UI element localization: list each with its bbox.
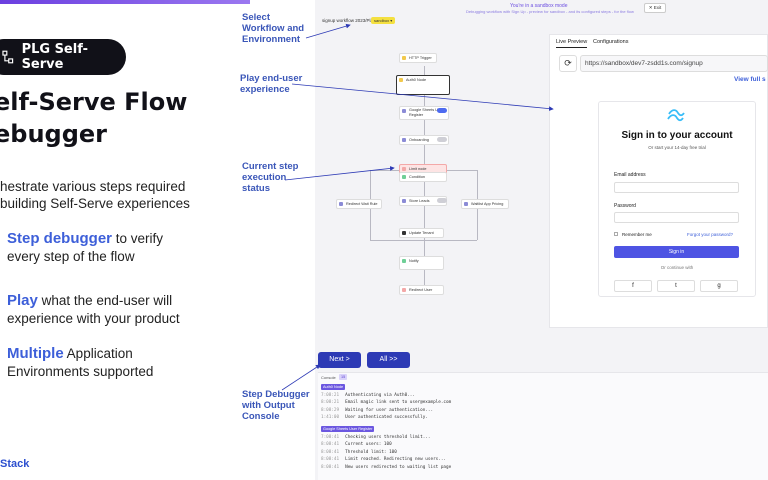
annotation-debugger: Step Debugger with Output Console bbox=[242, 389, 310, 422]
flow-node[interactable]: Onboarding bbox=[399, 135, 449, 145]
workflow-icon bbox=[2, 50, 14, 64]
flow-node[interactable]: HTTP Trigger bbox=[399, 53, 437, 63]
annotation-select-environment: Select Workflow and Environment bbox=[242, 12, 305, 45]
headline-line-2: ebugger bbox=[0, 120, 108, 148]
github-icon[interactable]: g bbox=[700, 280, 738, 292]
feature-text: Application bbox=[63, 346, 133, 361]
console-header: Console bbox=[321, 375, 336, 380]
next-step-button[interactable]: Next > bbox=[318, 352, 361, 368]
flow-node[interactable]: Update Tenant bbox=[399, 228, 444, 238]
headline-line-1: elf-Serve Flow bbox=[0, 88, 188, 116]
node-icon bbox=[339, 202, 343, 206]
node-icon bbox=[402, 199, 406, 203]
feature-multiple-env: Multiple Application Environments suppor… bbox=[7, 345, 217, 381]
intro-text: hestrate various steps required building… bbox=[0, 178, 230, 212]
node-icon bbox=[402, 56, 406, 60]
node-icon bbox=[464, 202, 468, 206]
feature-text: to verify bbox=[112, 231, 164, 246]
node-icon bbox=[402, 109, 406, 113]
view-full-link[interactable]: View full s bbox=[734, 76, 766, 83]
flow-connector bbox=[430, 170, 477, 171]
pill-label: PLG Self-Serve bbox=[21, 42, 89, 72]
node-toggle[interactable] bbox=[437, 198, 447, 203]
node-icon bbox=[399, 78, 403, 82]
console-count-badge: 15 bbox=[339, 374, 348, 380]
flow-node-current[interactable]: Auth0 Node bbox=[396, 75, 450, 95]
workflow-selector[interactable]: signup workflow 2023/Play bbox=[322, 18, 376, 23]
refresh-icon[interactable]: ⟳ bbox=[559, 55, 577, 72]
console-stage-tag: Auth0 Node bbox=[321, 384, 346, 390]
signin-title: Sign in to your account bbox=[621, 130, 733, 141]
feature-play: Play what the end-user will experience w… bbox=[7, 292, 217, 328]
feature-text-line-2: experience with your product bbox=[7, 311, 180, 326]
url-bar[interactable]: https://sandbox/dev7-zsdd1s.com/signup bbox=[580, 55, 768, 72]
feature-text-line-2: Environments supported bbox=[7, 364, 154, 379]
flow-connector bbox=[425, 240, 477, 241]
sandbox-subtitle: Debugging workflow with Sign Up - previe… bbox=[466, 9, 634, 14]
tailwind-logo-icon bbox=[667, 109, 685, 122]
feature-step-debugger: Step debugger to verify every step of th… bbox=[7, 230, 217, 266]
environment-selector[interactable]: sandbox ▾ bbox=[371, 17, 396, 24]
run-all-button[interactable]: All >> bbox=[367, 352, 410, 368]
signin-card bbox=[598, 101, 756, 297]
password-label: Password bbox=[614, 203, 636, 209]
feature-text-line-2: every step of the flow bbox=[7, 249, 135, 264]
sandbox-title: You're in a sandbox mode bbox=[510, 3, 568, 9]
console-stage-tag: Google Sheets User Register bbox=[321, 426, 375, 432]
flow-connector bbox=[370, 240, 425, 241]
node-icon bbox=[402, 259, 406, 263]
node-toggle[interactable] bbox=[437, 137, 447, 142]
node-icon bbox=[402, 231, 406, 235]
flow-node[interactable]: Waitlist App Pricing bbox=[461, 199, 509, 209]
remember-me-checkbox[interactable] bbox=[614, 232, 618, 236]
password-field[interactable] bbox=[614, 212, 739, 223]
flow-node[interactable]: Redirect User bbox=[399, 285, 444, 295]
forgot-password-link[interactable]: Forgot your password? bbox=[687, 232, 734, 237]
intro-line-1: hestrate various steps required bbox=[0, 179, 186, 194]
feature-strong: Step debugger bbox=[7, 230, 113, 247]
node-icon bbox=[402, 175, 406, 179]
email-field[interactable] bbox=[614, 182, 739, 193]
output-console bbox=[318, 372, 768, 480]
intro-line-2: building Self-Serve experiences bbox=[0, 196, 190, 211]
annotation-play: Play end-user experience bbox=[240, 73, 303, 95]
plg-self-serve-pill: PLG Self-Serve bbox=[0, 39, 126, 75]
signin-subtitle: Or start your 14-day free trial bbox=[648, 145, 706, 150]
flow-node[interactable]: Notify bbox=[399, 256, 444, 270]
remember-me-label: Remember me bbox=[622, 232, 652, 237]
node-icon bbox=[402, 138, 406, 142]
top-accent-bar bbox=[0, 0, 250, 4]
feature-strong: Play bbox=[7, 292, 38, 309]
node-icon bbox=[402, 288, 406, 292]
signin-button[interactable]: Sign in bbox=[614, 246, 739, 258]
flow-node[interactable]: Redirect Wait Rule bbox=[336, 199, 382, 209]
flow-node[interactable]: Condition bbox=[399, 172, 447, 182]
brand-logo-text: Stack bbox=[0, 458, 30, 470]
annotation-current-step: Current step execution status bbox=[242, 161, 299, 194]
or-continue-with: Or continue with bbox=[660, 265, 694, 270]
tab-configurations[interactable]: Configurations bbox=[593, 39, 629, 45]
email-label: Email address bbox=[614, 172, 646, 178]
page-title: elf-Serve Flow ebugger bbox=[0, 86, 234, 150]
node-icon bbox=[402, 167, 406, 171]
facebook-icon[interactable]: f bbox=[614, 280, 652, 292]
feature-text: what the end-user will bbox=[37, 293, 173, 308]
twitter-icon[interactable]: t bbox=[657, 280, 695, 292]
feature-strong: Multiple bbox=[7, 345, 64, 362]
node-toggle[interactable] bbox=[437, 108, 447, 113]
tab-live-preview[interactable]: Live Preview bbox=[556, 39, 588, 48]
exit-sandbox-button[interactable]: ✕ Exit bbox=[644, 3, 666, 13]
